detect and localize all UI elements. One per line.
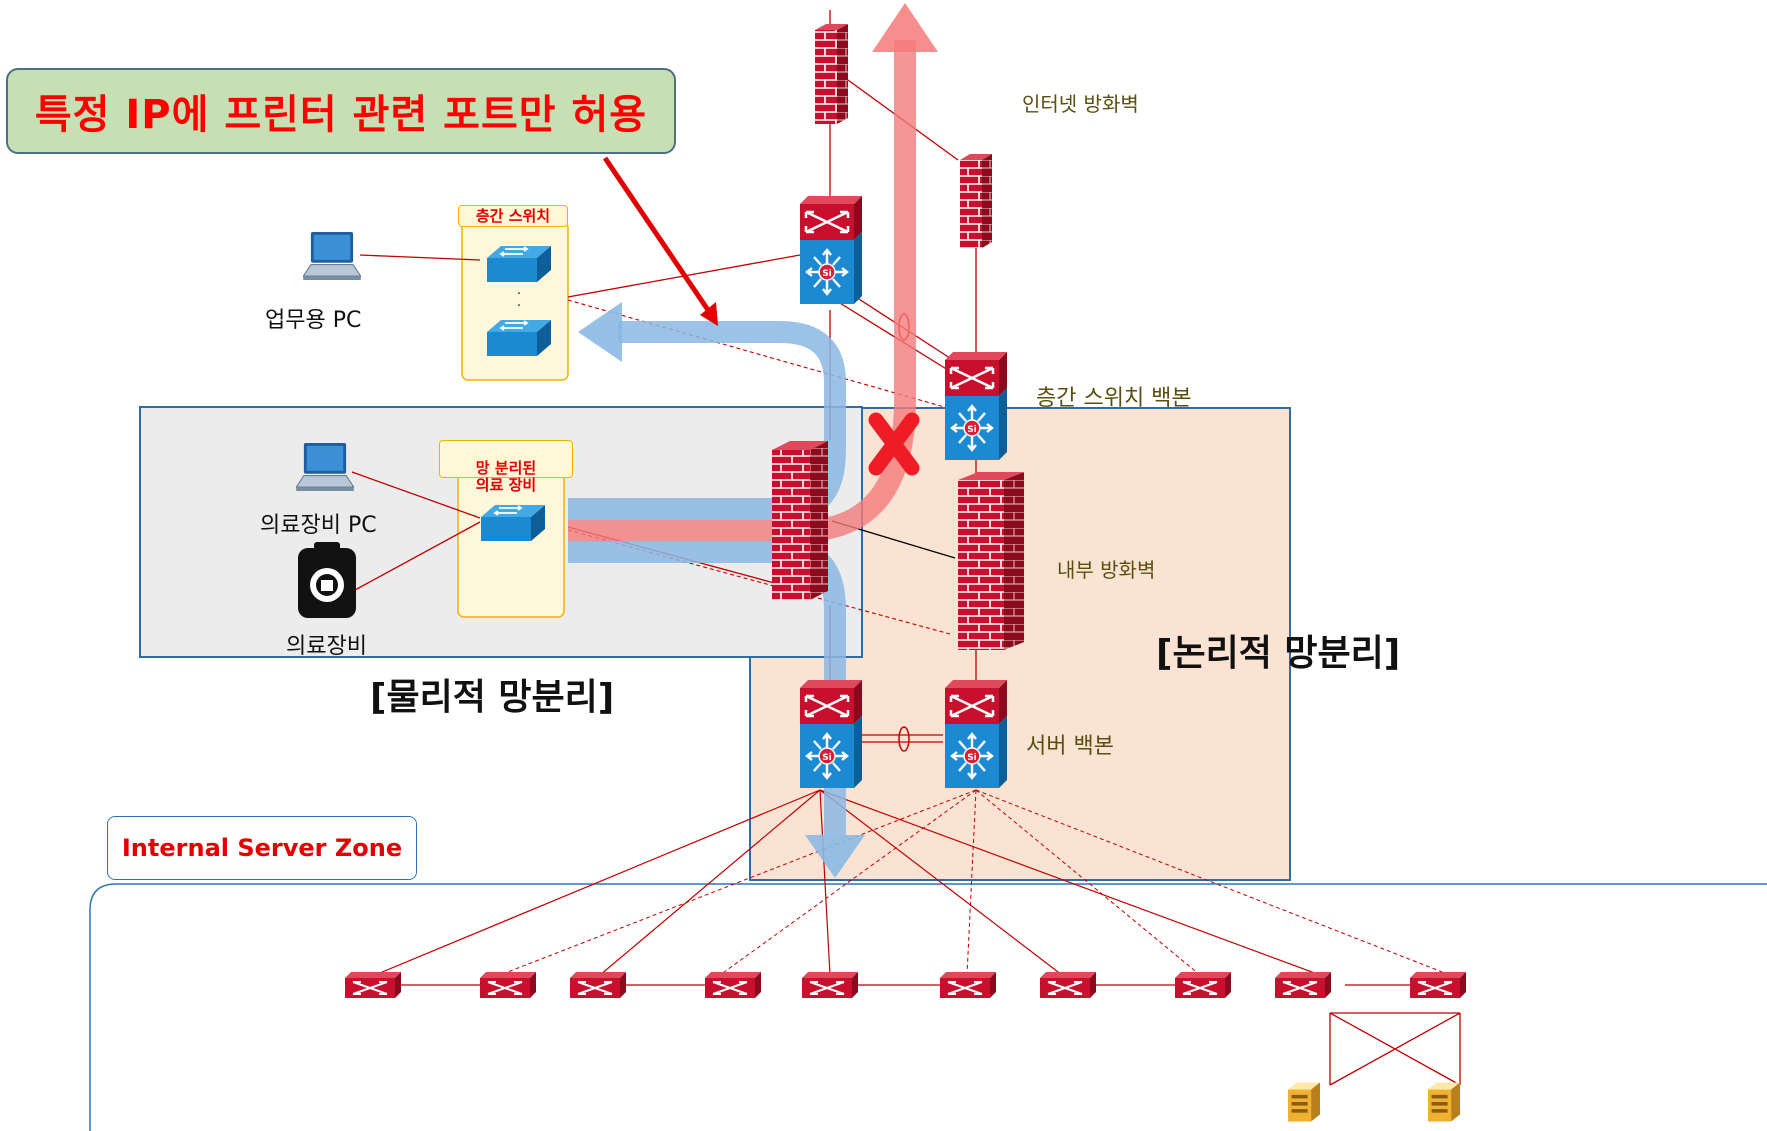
medical-device-label: 의료장비 (286, 634, 367, 659)
server-router-3 (570, 972, 626, 998)
floor-switch-1 (487, 246, 551, 282)
logical-separation-title: [논리적 망분리] (1156, 633, 1401, 674)
server-icon-2 (1428, 1082, 1460, 1122)
internet-firewall-2 (960, 154, 992, 248)
server-router-5 (802, 972, 858, 998)
server-fanout-links (374, 789, 1321, 976)
server-router-7 (1040, 972, 1096, 998)
medical-pc-label: 의료장비 PC (260, 513, 377, 538)
floor-switch-box (461, 221, 569, 381)
medical-pc-laptop-icon (296, 443, 354, 491)
server-router-1 (345, 972, 401, 998)
blocked-flow-arrowhead (872, 3, 938, 52)
medical-switch (481, 505, 545, 541)
floor-switch-2 (487, 320, 551, 356)
floor-switch-box-title: 층간 스위치 (458, 205, 568, 227)
physical-firewall (772, 441, 828, 600)
floor-backbone-label: 층간 스위치 백본 (1036, 386, 1192, 411)
physical-separation-title: [물리적 망분리] (370, 677, 615, 718)
server-icon-1 (1288, 1082, 1320, 1122)
internet-firewall-label: 인터넷 방화벽 (1022, 92, 1139, 116)
server-backbone-switch-1 (800, 680, 862, 788)
floor-backbone-switch (945, 352, 1007, 460)
server-router-8 (1175, 972, 1231, 998)
blocked-x-icon (868, 412, 920, 476)
callout-text: 특정 IP에 프린터 관련 포트만 허용 (34, 92, 648, 138)
work-pc-laptop-icon (303, 232, 361, 280)
work-pc-label: 업무용 PC (265, 308, 362, 333)
callout-allow-printer-ports: 특정 IP에 프린터 관련 포트만 허용 (6, 68, 676, 154)
lag-ring-server (898, 726, 910, 752)
medical-device-icon (298, 542, 356, 618)
svg-text:·: · (517, 298, 521, 314)
server-backbone-switch-2 (945, 680, 1007, 788)
server-router-6 (940, 972, 996, 998)
server-router-9 (1275, 972, 1331, 998)
server-router-2 (480, 972, 536, 998)
internal-server-zone-label: Internal Server Zone (107, 816, 417, 880)
internet-firewall-1 (815, 24, 848, 124)
internal-firewall-label: 내부 방화벽 (1057, 558, 1156, 582)
server-router-4 (705, 972, 761, 998)
internal-server-zone (89, 883, 1767, 1131)
medical-switch-box-title: 망 분리된 의료 장비 (439, 440, 573, 494)
server-fanout-dashed (499, 789, 1451, 976)
allowed-flow-to-server-head (805, 835, 865, 878)
internal-firewall (958, 472, 1024, 650)
internet-core-switch (800, 196, 862, 304)
callout-pointer (602, 156, 718, 326)
allowed-flow-to-floor-head (578, 302, 622, 362)
switch-ellipsis: · (517, 286, 521, 302)
server-backbone-label: 서버 백본 (1026, 734, 1114, 759)
server-router-10 (1410, 972, 1466, 998)
